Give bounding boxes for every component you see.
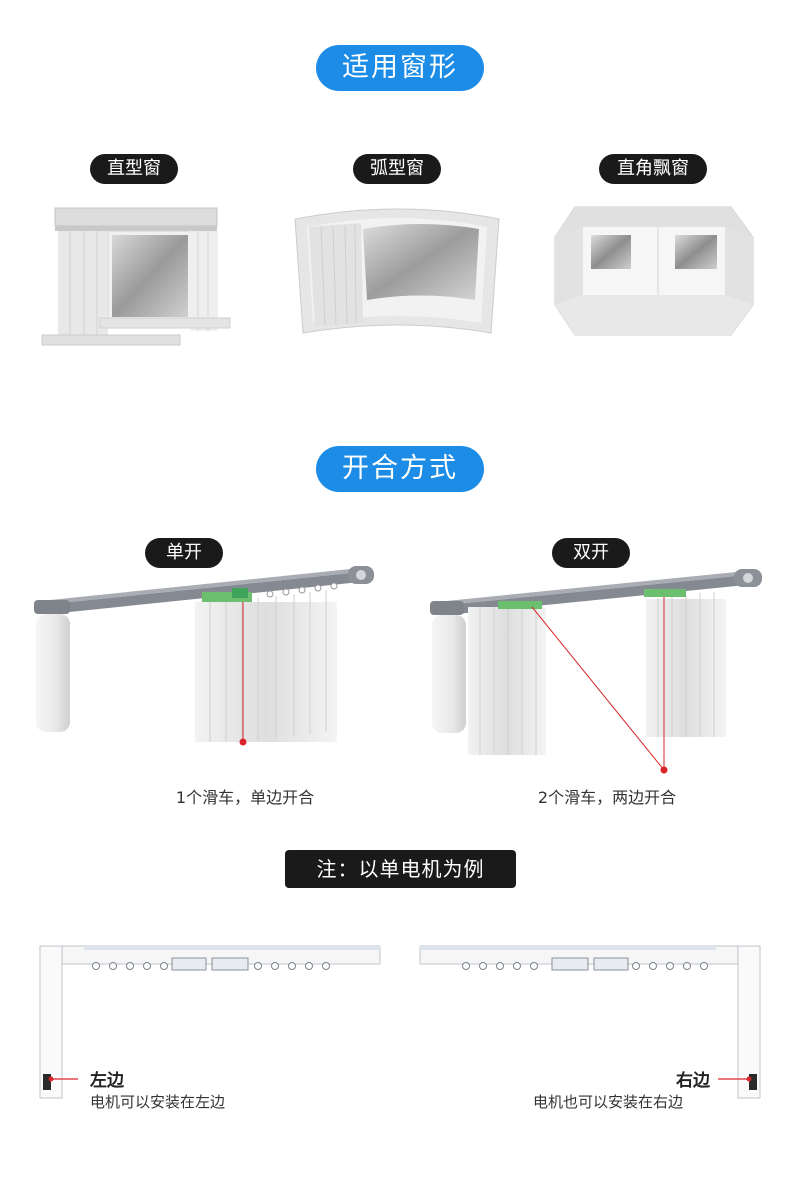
bay-window-illustration bbox=[554, 206, 754, 336]
section-title-opening-methods: 开合方式 bbox=[316, 446, 484, 492]
right-side-desc: 电机也可以安装在右边 bbox=[533, 1093, 684, 1111]
single-open-caption: 1个滑车，单边开合 bbox=[175, 788, 315, 807]
window-type-label-bay: 直角飘窗 bbox=[599, 154, 707, 184]
left-side-label: 左边 bbox=[90, 1071, 124, 1091]
window-type-label-arc: 弧型窗 bbox=[353, 154, 441, 184]
arc-window-illustration bbox=[294, 208, 500, 334]
single-open-illustration bbox=[34, 566, 374, 746]
left-motor-rail-illustration bbox=[39, 945, 381, 1099]
left-side-desc: 电机可以安装在左边 bbox=[90, 1093, 226, 1111]
straight-window-illustration bbox=[41, 207, 231, 346]
opening-label-double: 双开 bbox=[552, 538, 630, 568]
opening-label-single: 单开 bbox=[145, 538, 223, 568]
double-open-caption: 2个滑车，两边开合 bbox=[537, 788, 677, 807]
note-single-motor: 注：以单电机为例 bbox=[285, 850, 516, 888]
right-motor-rail-illustration bbox=[419, 945, 761, 1099]
right-side-label: 右边 bbox=[676, 1071, 710, 1091]
section-title-window-types: 适用窗形 bbox=[316, 45, 484, 91]
double-open-illustration bbox=[430, 569, 762, 774]
window-type-label-straight: 直型窗 bbox=[90, 154, 178, 184]
